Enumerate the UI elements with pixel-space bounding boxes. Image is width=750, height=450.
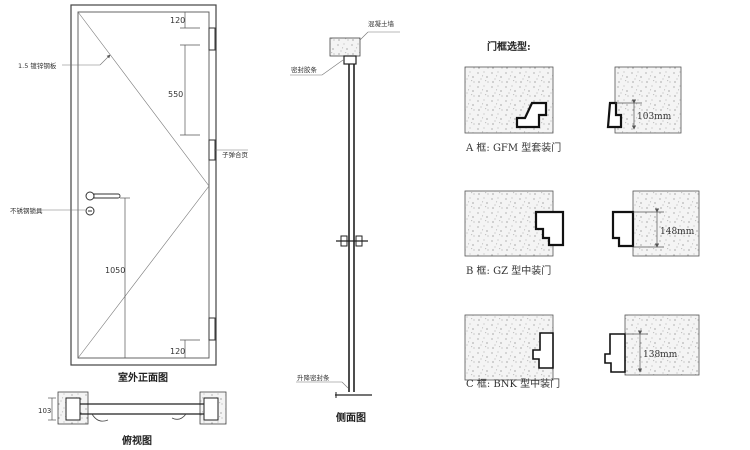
label-lockset: 不锈钢锁具	[10, 206, 43, 215]
frame-a-dim: 103mm	[637, 112, 672, 122]
label-steel-panel: 1.5 镀锌钢板	[18, 61, 57, 70]
dim-handle-label: 1050	[105, 266, 125, 275]
frame-c-wall-left	[464, 314, 554, 381]
door-swing-lines	[77, 11, 210, 359]
dim-bottom-label: 120	[170, 347, 185, 356]
frame-types: 门框选型: 103mm A 框: GFM 型套装门 148mm B 框: GZ …	[464, 40, 700, 390]
side-wall-block	[329, 37, 361, 57]
frame-type-a: 103mm A 框: GFM 型套装门	[464, 66, 682, 154]
frame-c-wall-right	[624, 314, 700, 376]
frame-type-b: 148mm B 框: GZ 型中装门	[464, 190, 700, 277]
frame-b-label: B 框: GZ 型中装门	[466, 264, 551, 277]
label-concrete-wall: 混凝土墙	[368, 19, 395, 28]
front-dimensions	[120, 12, 200, 358]
door-handle-icon	[85, 191, 121, 216]
frame-c-profile-right	[604, 333, 626, 373]
plan-depth-label: 103	[38, 407, 51, 415]
frame-b-profile-left	[534, 210, 565, 247]
label-hinge: 子弹合页	[222, 150, 249, 159]
frame-c-dim: 138mm	[643, 350, 678, 360]
side-handle-icon	[336, 235, 368, 247]
frame-b-dim: 148mm	[660, 227, 695, 237]
frame-types-title: 门框选型:	[487, 40, 531, 53]
hinge-bottom-icon	[208, 317, 216, 341]
front-view: 120 550 1050 120 1.5 镀锌钢板 子弹合页 不锈钢锁具 室外正…	[10, 4, 249, 384]
plan-view: 103 俯视图	[38, 391, 227, 447]
frame-a-label: A 框: GFM 型套装门	[465, 141, 561, 154]
frame-a-wall-right	[614, 66, 682, 134]
dim-top-label: 120	[170, 16, 185, 25]
frame-b-wall-right	[632, 190, 700, 257]
frame-b-profile-right	[611, 210, 635, 248]
hinge-top-icon	[208, 27, 216, 51]
side-view: 混凝土墙 密封胶条 升降密封条 侧面图	[290, 19, 400, 424]
door-frame-outer	[70, 4, 217, 366]
dim-mid-label: 550	[168, 90, 183, 99]
frame-type-c: 138mm C 框: BNK 型中装门	[464, 314, 700, 390]
front-view-caption: 室外正面图	[118, 371, 168, 384]
door-leaf	[77, 11, 210, 359]
label-seal-strip: 密封胶条	[291, 65, 318, 74]
frame-c-profile-left	[532, 332, 554, 369]
side-view-caption: 侧面图	[336, 411, 366, 424]
label-drop-seal: 升降密封条	[297, 373, 330, 382]
frame-c-label: C 框: BNK 型中装门	[466, 377, 560, 390]
frame-a-profile-left	[515, 101, 548, 129]
plan-view-caption: 俯视图	[122, 434, 152, 447]
